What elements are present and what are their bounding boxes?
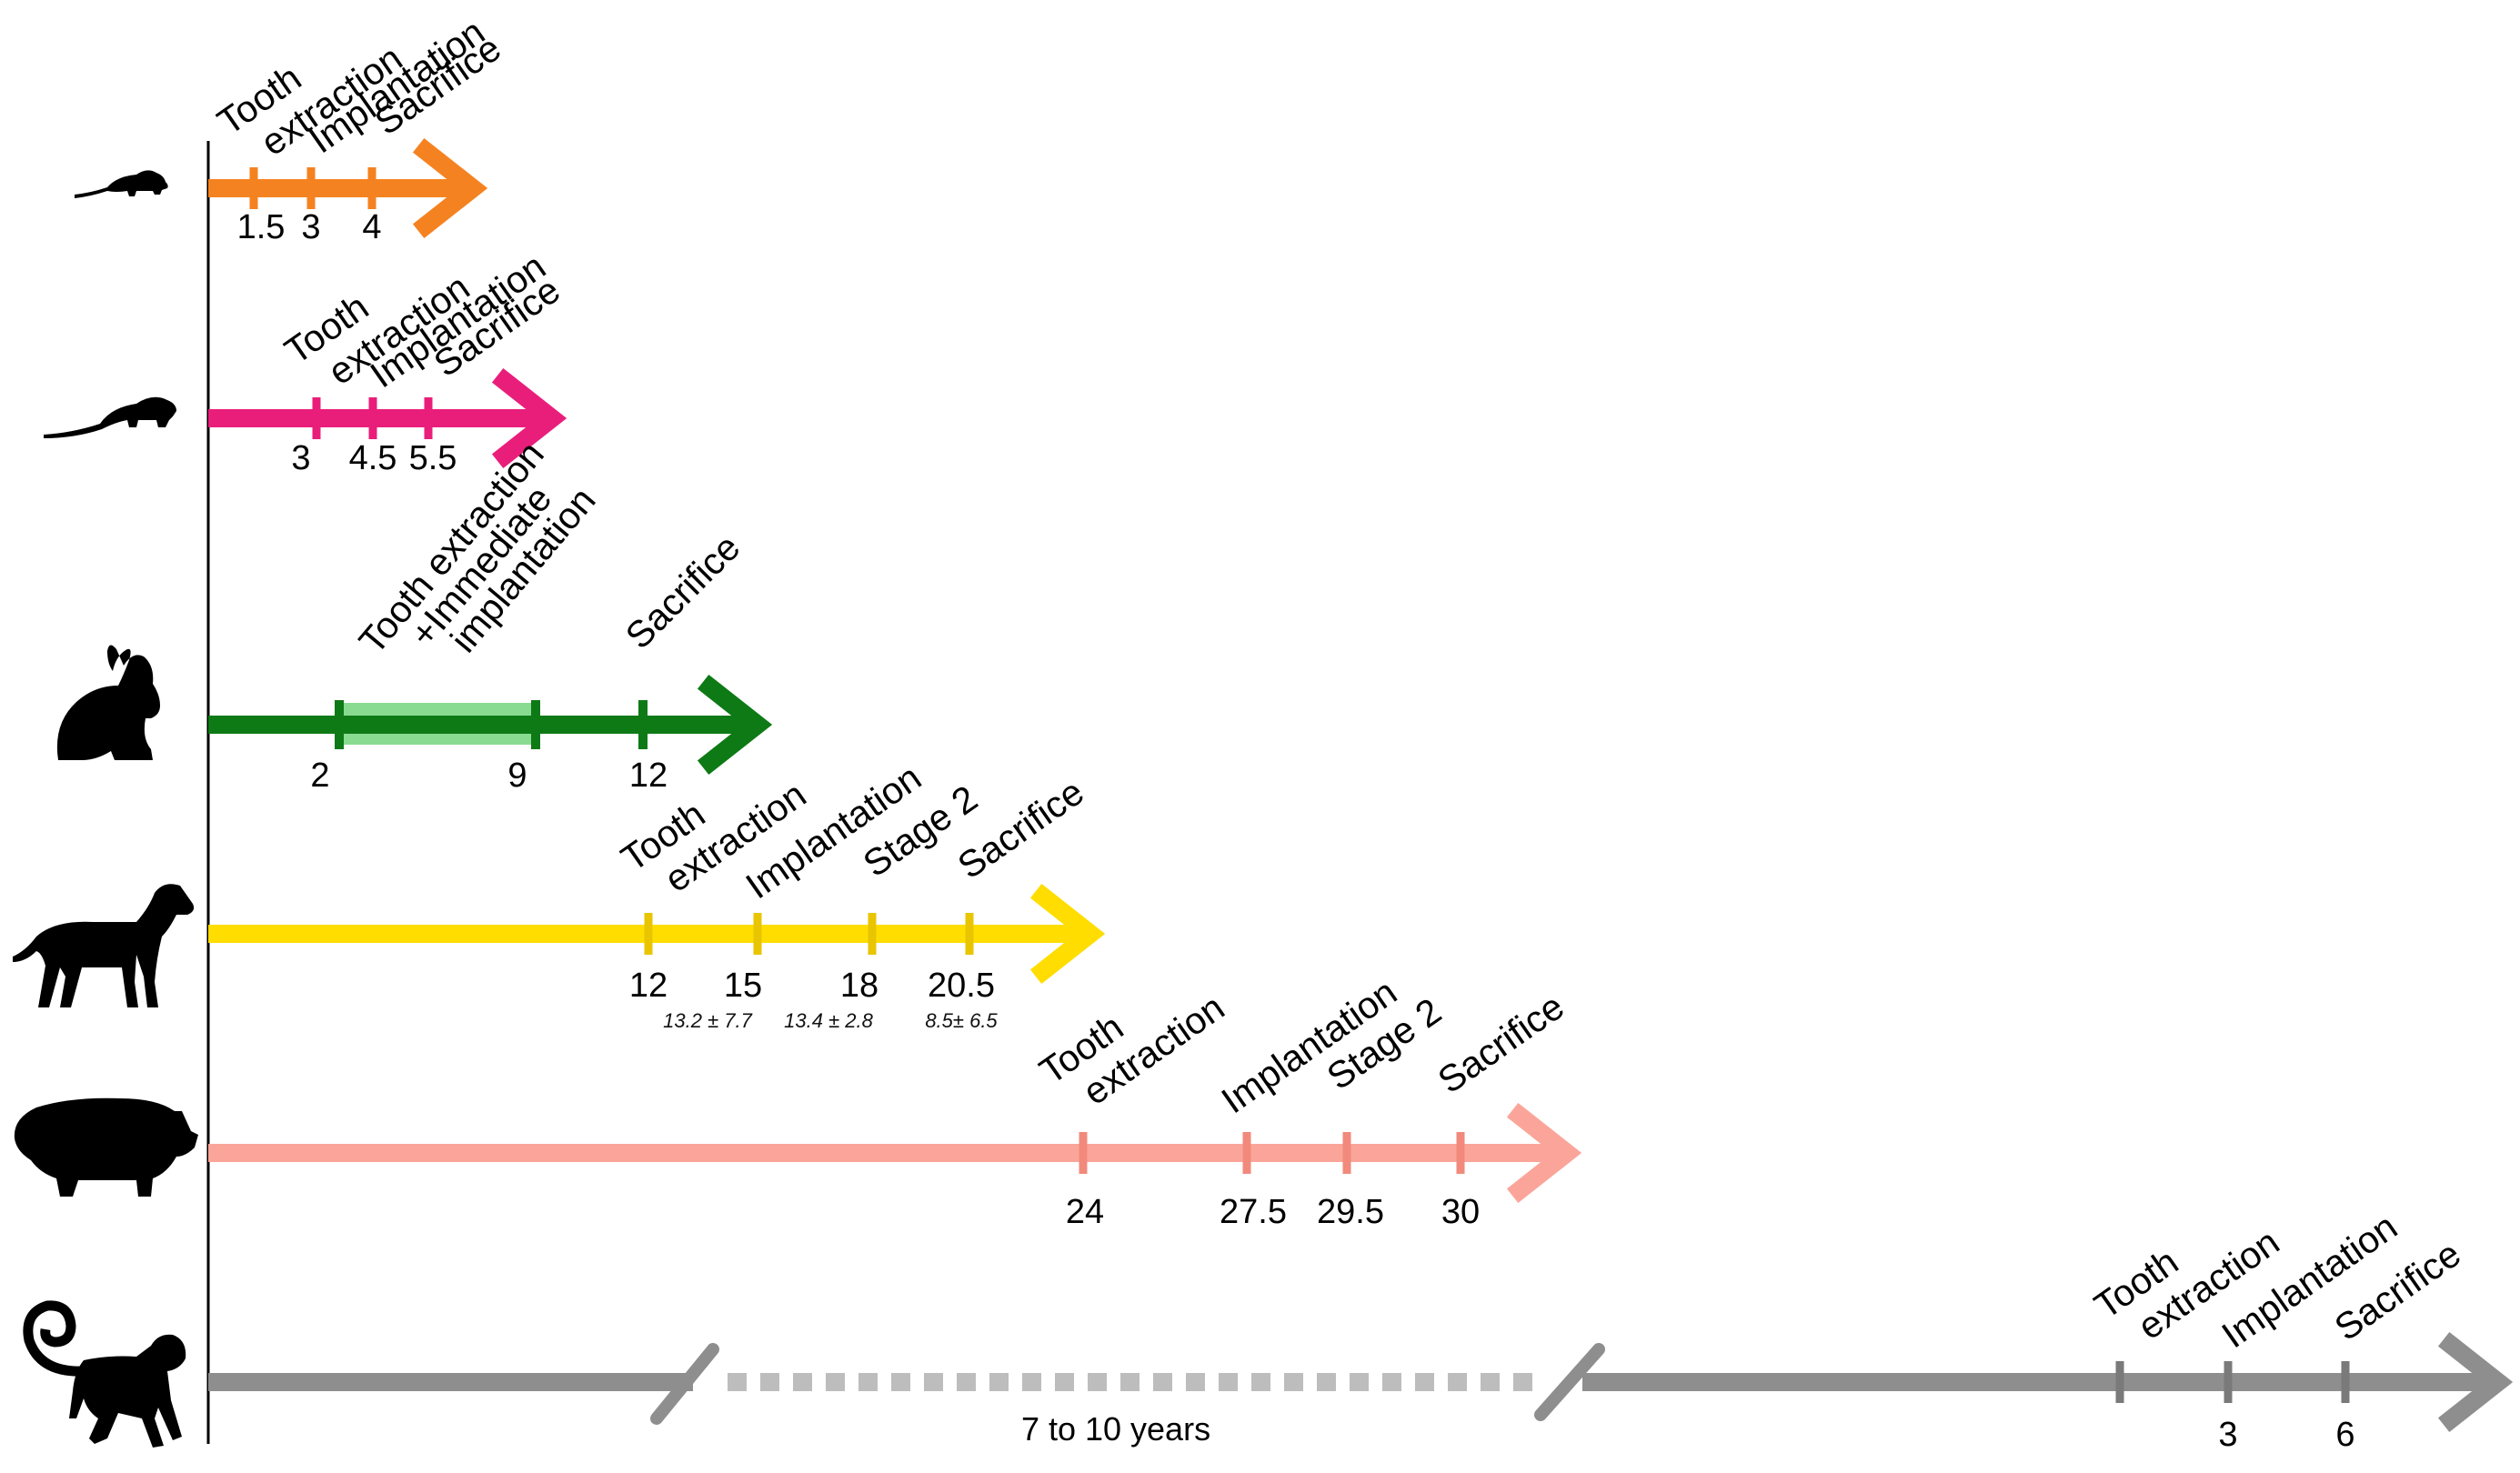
rabbit-tick-value-3: 12 [629, 757, 668, 795]
dog-timeline-arrowhead [1029, 883, 1106, 985]
pig-sacrifice-label: Sacrifice [1431, 986, 1571, 1102]
pig-timeline-arrowhead [1506, 1102, 1582, 1204]
monkey-tick-value-3: 6 [2335, 1416, 2354, 1454]
rabbit-tick-value-2: 9 [507, 757, 527, 795]
dog-tick-value-1: 12 [629, 967, 668, 1005]
mouse-icon [75, 170, 168, 198]
pig-row: Tooth extraction Implantation Stage 2 Sa… [14, 952, 1582, 1231]
rat-tick-value-1: 3 [291, 439, 310, 477]
rabbit-icon [56, 645, 160, 760]
dog-interval-sd-1: 13.2 ± 7.7 [663, 1009, 752, 1032]
dog-interval-sd-2: 13.4 ± 2.8 [784, 1009, 873, 1032]
monkey-break-mark-right [1534, 1343, 1605, 1421]
dog-tick-value-4: 20.5 [928, 967, 995, 1005]
rabbit-sacrifice-label: Sacrifice [617, 526, 748, 657]
pig-tick-value-3: 29.5 [1317, 1193, 1384, 1231]
mouse-timeline-arrowhead [412, 137, 488, 239]
monkey-gap-label: 7 to 10 years [1021, 1410, 1210, 1448]
pig-tick-value-2: 27.5 [1220, 1193, 1287, 1231]
rat-tick-value-3: 5.5 [409, 439, 457, 477]
rat-tick-value-2: 4.5 [349, 439, 397, 477]
mouse-tick-value-1: 1.5 [237, 208, 286, 246]
mouse-row: Tooth extraction Implantation Sacrifice … [75, 11, 508, 246]
monkey-icon [23, 1300, 186, 1448]
dog-icon [13, 884, 195, 1007]
pig-icon [14, 1097, 198, 1197]
mouse-tick-value-2: 3 [301, 208, 320, 246]
dog-sacrifice-label: Sacrifice [950, 771, 1091, 887]
rat-timeline-arrowhead [491, 367, 567, 469]
mouse-tick-value-3: 4 [362, 208, 381, 246]
dog-tick-value-2: 15 [724, 967, 762, 1005]
dog-interval-sd-3: 8.5± 6.5 [925, 1009, 998, 1032]
pig-tick-value-4: 30 [1441, 1193, 1480, 1231]
rat-icon [44, 396, 176, 438]
pig-tick-value-1: 24 [1066, 1193, 1104, 1231]
pig-tooth-extraction-label: Tooth extraction [1032, 952, 1232, 1127]
monkey-timeline-arrowhead [2437, 1331, 2514, 1433]
rabbit-row: Tooth extraction +Immediate implantation… [56, 433, 773, 795]
dog-row: Tooth extraction Implantation Stage 2 Sa… [13, 757, 1106, 1032]
rabbit-tick-value-1: 2 [310, 757, 329, 795]
rat-row: Tooth extraction Implantation Sacrifice … [44, 246, 567, 477]
monkey-break-mark-left [650, 1343, 719, 1425]
rabbit-timeline-arrowhead [697, 674, 773, 776]
monkey-tick-value-2: 3 [2218, 1416, 2237, 1454]
dog-tick-value-3: 18 [840, 967, 878, 1005]
